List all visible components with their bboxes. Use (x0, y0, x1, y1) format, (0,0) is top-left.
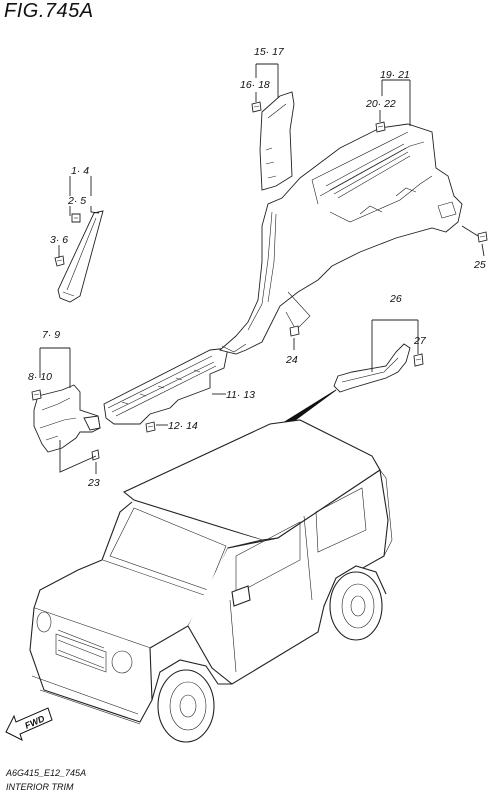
a-pillar-trim[interactable] (57, 210, 104, 303)
leader-19-21 (293, 79, 485, 350)
figure-title: FIG.745A (4, 0, 94, 22)
screw-12-14[interactable] (145, 421, 156, 433)
vehicle-outline (29, 419, 393, 743)
callout-20-22: 20· 22 (365, 98, 396, 110)
callout-16-18: 16· 18 (240, 79, 270, 91)
clip-3-6[interactable] (54, 255, 65, 267)
fwd-arrow-icon: FWD (5, 707, 53, 741)
callout-24: 24 (285, 354, 298, 366)
front-side-trim[interactable] (33, 384, 101, 453)
leader-26 (371, 319, 419, 372)
clip-8-10[interactable] (31, 389, 42, 401)
callout-26: 26 (389, 293, 402, 305)
callout-1-4: 1· 4 (71, 165, 89, 177)
callout-27: 27 (413, 335, 427, 347)
quarter-trim-panel[interactable] (219, 123, 463, 355)
leader-11-13 (156, 393, 226, 426)
callout-19-21: 19· 21 (380, 69, 410, 81)
leader-7-9 (39, 347, 97, 474)
callout-25: 25 (473, 259, 486, 271)
scuff-plate[interactable] (103, 347, 229, 425)
callout-2-5: 2· 5 (67, 195, 86, 207)
clip-2-5[interactable] (71, 213, 81, 223)
clip-20-22[interactable] (375, 121, 386, 133)
leader-15-17 (255, 63, 279, 102)
screw-27[interactable] (413, 353, 424, 367)
fwd-label: FWD (23, 713, 46, 731)
callout-11-13: 11· 13 (226, 389, 255, 401)
clip-23[interactable] (91, 449, 100, 461)
callout-3-6: 3· 6 (50, 234, 68, 246)
clip-24[interactable] (289, 325, 300, 337)
callout-8-10: 8· 10 (28, 371, 52, 383)
callout-23: 23 (87, 477, 100, 489)
callout-7-9: 7· 9 (42, 329, 60, 341)
callout-15-17: 15· 17 (254, 46, 285, 58)
figure-caption: INTERIOR TRIM (6, 782, 74, 792)
clip-16-18[interactable] (251, 101, 262, 113)
callout-12-14: 12· 14 (168, 420, 198, 432)
upper-pillar-trim[interactable] (259, 91, 295, 191)
assist-grip[interactable] (333, 343, 411, 393)
screw-25[interactable] (477, 231, 488, 243)
figure-code: A6G415_E12_745A (6, 768, 87, 778)
leader-1-4 (58, 176, 100, 258)
